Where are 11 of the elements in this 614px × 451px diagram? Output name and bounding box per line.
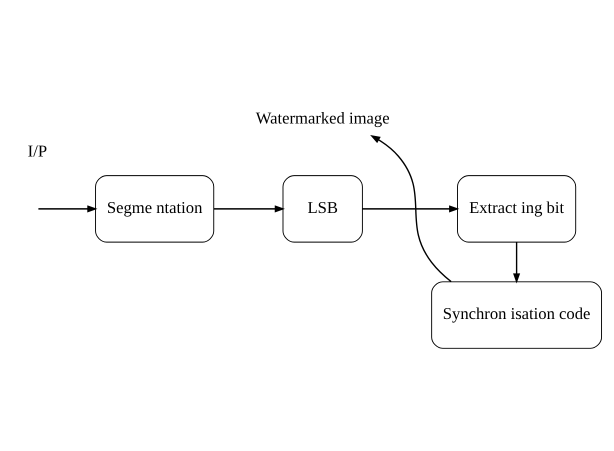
arrow bbox=[513, 242, 520, 284]
node-box: Extract ing bit bbox=[457, 175, 576, 243]
node-box: Synchron isation code bbox=[431, 281, 602, 349]
node-box: LSB bbox=[282, 175, 363, 243]
arrow bbox=[38, 205, 98, 212]
arrow bbox=[214, 205, 285, 212]
node-box: Segme ntation bbox=[95, 175, 214, 243]
label: I/P bbox=[28, 142, 48, 161]
node-text: Watermarked image bbox=[256, 108, 390, 128]
arrow bbox=[362, 205, 460, 212]
arrow bbox=[370, 134, 452, 282]
